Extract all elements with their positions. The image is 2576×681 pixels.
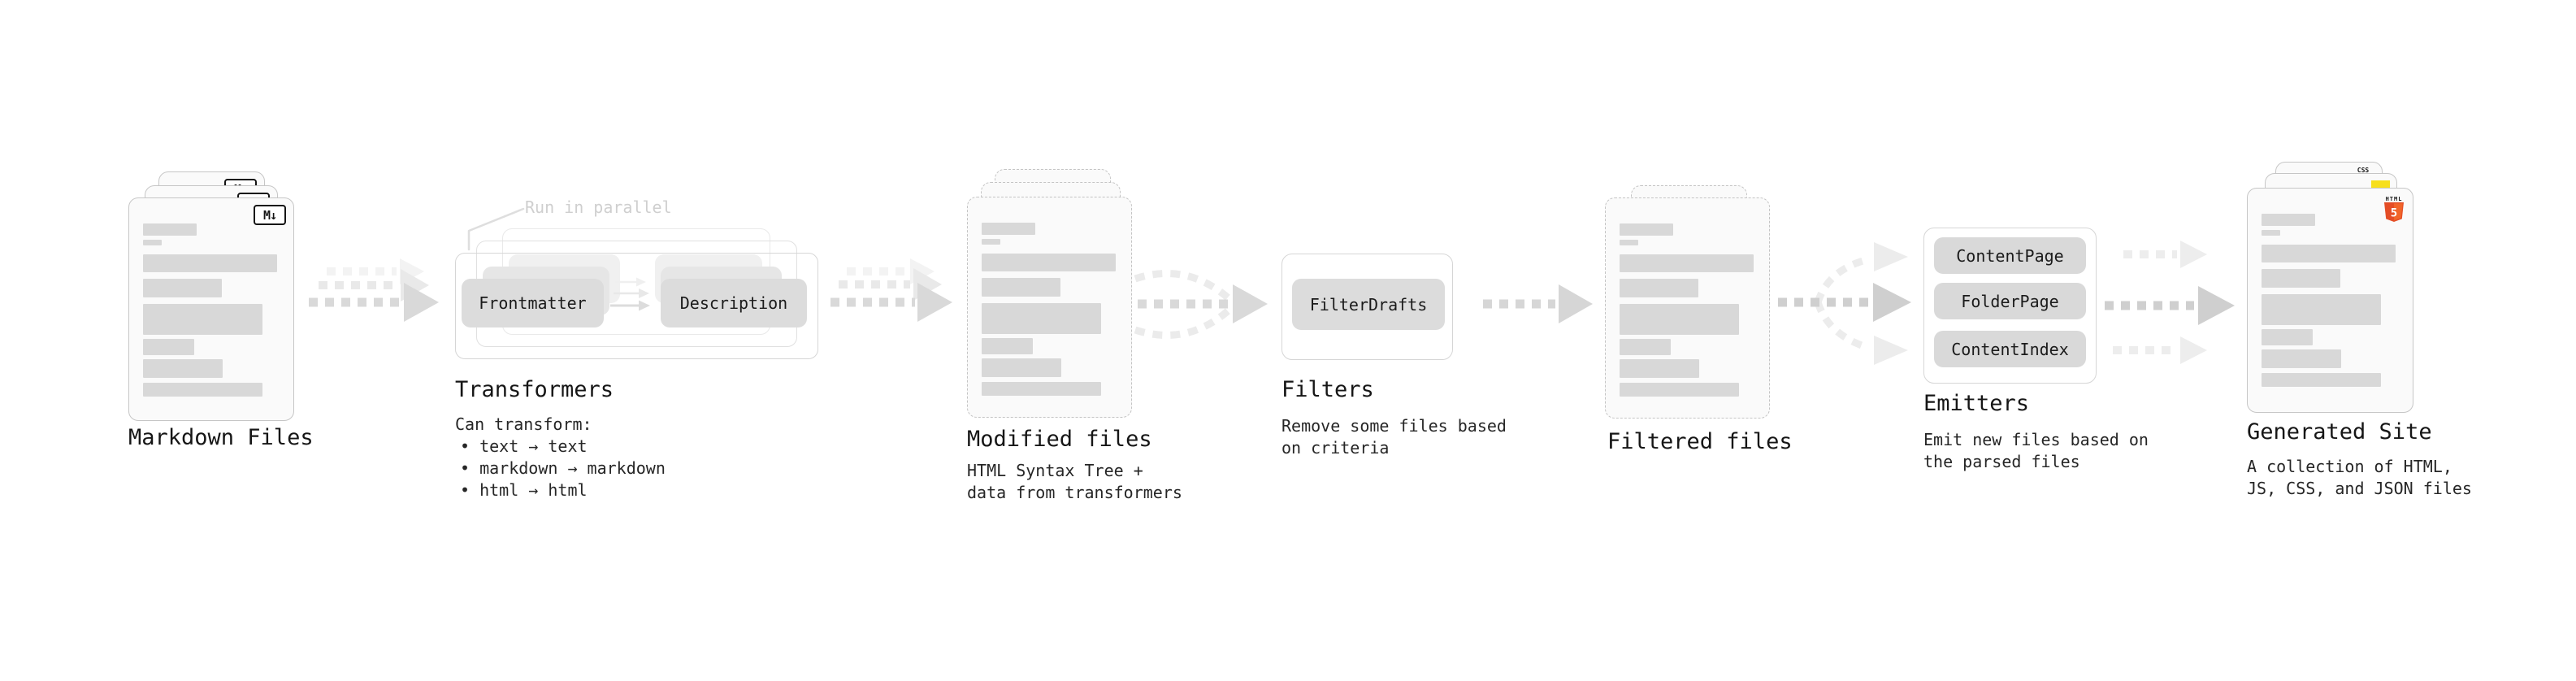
transformer-frontmatter-pill: Frontmatter (462, 279, 604, 327)
emitters-caption: Emit new files based on (1923, 430, 2149, 449)
transformers-box (455, 253, 818, 359)
emitters-label: Emitters (1923, 391, 2030, 416)
run-in-parallel-note: Run in parallel (525, 197, 672, 217)
emitter-folderpage-pill: FolderPage (1934, 283, 2086, 319)
filters-caption: Remove some files based (1281, 416, 1507, 436)
generated-site-label: Generated Site (2247, 419, 2432, 445)
generated-site-card: HTML 5 (2247, 188, 2413, 413)
modified-files-label: Modified files (967, 427, 1152, 452)
modified-file-card (967, 197, 1132, 418)
svg-text:5: 5 (2391, 207, 2397, 220)
emitter-contentpage-pill: ContentPage (1934, 237, 2086, 274)
generated-site-caption: A collection of HTML, (2247, 457, 2452, 476)
filter-drafts-pill: FilterDrafts (1292, 279, 1445, 330)
generated-site-caption: JS, CSS, and JSON files (2247, 479, 2472, 498)
modified-files-caption: HTML Syntax Tree + (967, 461, 1143, 480)
document-skeleton (1620, 223, 1754, 397)
arrow-markdown-to-transformers (309, 258, 439, 322)
document-skeleton (143, 223, 277, 397)
html5-logo-icon: HTML 5 (2383, 196, 2405, 226)
filtered-file-card (1605, 197, 1770, 419)
filters-caption: on criteria (1281, 438, 1390, 458)
modified-files-caption: data from transformers (967, 483, 1182, 502)
document-skeleton (2262, 214, 2396, 387)
markdown-icon: M↓ (254, 205, 286, 225)
markdown-file-card: M↓ (128, 197, 294, 421)
arrow-modified-to-filters (1134, 270, 1268, 339)
filters-label: Filters (1281, 377, 1374, 402)
transformers-caption-item: • text → text (460, 436, 588, 456)
transformers-caption-heading: Can transform: (455, 414, 592, 434)
arrow-filtered-to-emitters (1778, 242, 1911, 365)
arrow-transformers-to-modified (830, 258, 952, 322)
emitters-caption: the parsed files (1923, 452, 2080, 471)
arrow-filters-to-filtered (1483, 284, 1593, 323)
transformers-label: Transformers (455, 377, 614, 402)
arrow-emitters-to-site (2105, 241, 2235, 364)
emitter-contentindex-pill: ContentIndex (1934, 331, 2086, 367)
transformers-caption-item: • markdown → markdown (460, 458, 666, 478)
transformers-caption-item: • html → html (460, 480, 588, 500)
transformer-description-pill: Description (661, 279, 807, 327)
filtered-files-label: Filtered files (1607, 429, 1793, 454)
markdown-files-label: Markdown Files (128, 425, 314, 450)
document-skeleton (982, 223, 1116, 396)
